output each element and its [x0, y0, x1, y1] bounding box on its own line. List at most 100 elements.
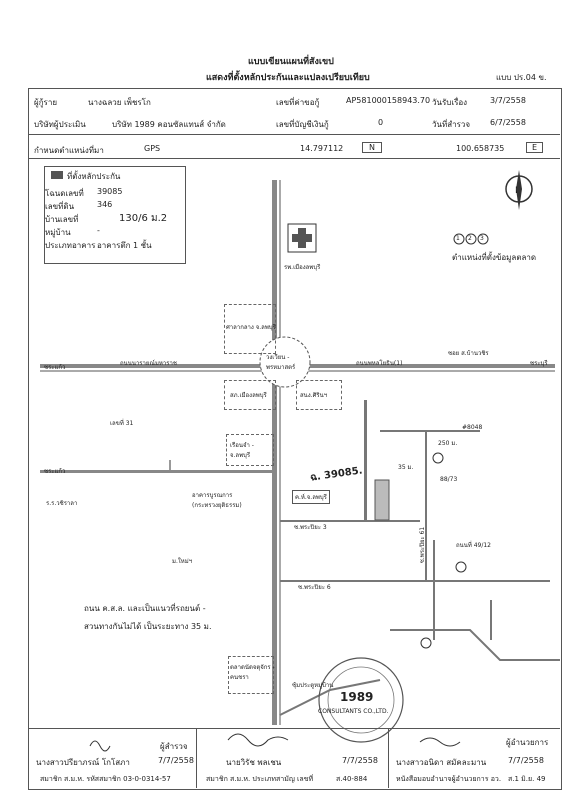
- house31-label: เลขที่ 31: [110, 420, 134, 427]
- mark-4912: ถนนที่ 49/12: [456, 542, 491, 549]
- company-value: บริษัท 1989 คอนซัลแทนส์ จำกัด: [112, 120, 226, 129]
- mark-4048: #8048: [462, 424, 483, 431]
- north-arrow-icon: N: [505, 170, 533, 210]
- footer-col-divider-2: [388, 728, 389, 788]
- surveyor-role: ผู้สำรวจ: [160, 742, 188, 751]
- owner-label: ผู้กู้ราย: [34, 98, 58, 107]
- approver-ref: ส.1 มิ.ย. 49: [508, 775, 546, 783]
- house-label: บ้านเลขที่: [45, 215, 79, 224]
- approver-member: หนังสือมอบอำนาจผู้อำนวยการ อว.: [396, 775, 502, 783]
- checker-signature: [227, 733, 289, 747]
- checker-date: 7/7/2558: [342, 756, 378, 765]
- bottom-road-label: ซุ้มประตูหมู่บ้าน: [292, 682, 334, 689]
- prison-label: เรือนจำ - จ.ลพบุรี: [230, 442, 254, 459]
- deed-label: โฉนดเลขที่: [45, 189, 84, 198]
- market-note: ตลาดนัดจตุจักร - คนชรา: [230, 664, 275, 681]
- land-label: เลขที่ดิน: [45, 202, 75, 211]
- approver-role: ผู้อำนวยการ: [506, 738, 549, 747]
- circle-road-label: วงเวียน - พรหมาสตร์: [266, 354, 296, 371]
- header-divider: [28, 134, 560, 135]
- deed-value: 39085: [97, 187, 123, 196]
- compare-circle-1-icon: [453, 233, 465, 245]
- approver-date: 7/7/2558: [508, 756, 544, 765]
- checker-member: สมาชิก ส.ม.ห. ประเภทสามัญ เลขที่: [206, 775, 314, 783]
- prison-box: [226, 434, 274, 466]
- position-label: กำหนดตำแหน่งที่มา: [34, 146, 104, 155]
- latitude-value: 14.797112: [300, 144, 344, 153]
- surveyor-name: นางสาวปรียาภรณ์ โกโสภา: [36, 758, 130, 767]
- doc-title-line2: แสดงที่ตั้งหลักประกันและแปลงเปรียบเทียบ: [206, 73, 370, 83]
- school-left-label: ร.ร.วชิราลา: [46, 500, 78, 507]
- map-marker-2: [455, 561, 467, 573]
- account-label: เลขที่ค่าขอกู้: [276, 98, 320, 107]
- district-office-box: [224, 380, 276, 410]
- stamp-text: CONSULTANTS CO.,LTD.: [318, 708, 389, 715]
- company-stamp: [318, 657, 404, 743]
- pt-label: ค.ห์.จ.ลพบุรี: [292, 490, 330, 504]
- distance-250m: 250 ม.: [438, 440, 458, 447]
- wat-road-left-label: ซระแก้ว: [44, 364, 66, 371]
- market-box: [228, 656, 274, 694]
- longitude-dir: E: [526, 142, 544, 153]
- type-value: อาคารตึก 1 ชั้น: [97, 241, 152, 250]
- house-value: 130/6 ม.2: [119, 213, 168, 224]
- hospital-icon: [287, 223, 317, 253]
- mark-88073: 88/73: [440, 476, 458, 483]
- loan-label: เลขที่บัญชีเงินกู้: [276, 120, 329, 129]
- distance-35m: 35 ม.: [398, 464, 414, 471]
- stamp-year: 1989: [340, 690, 374, 704]
- sirin-box: [296, 380, 342, 410]
- form-code: แบบ ปร.04 ข.: [496, 73, 547, 82]
- temple-bldg-label: อาคารบูรณการ (กระทรวงยุติธรรม): [192, 492, 242, 509]
- compare-num-1: 1: [456, 235, 460, 242]
- surveyor-signature: [89, 740, 111, 752]
- received-label: วันรับเรื่อง: [432, 98, 468, 107]
- lane3-label: ซ.พระปิยะ 3: [294, 524, 327, 531]
- hospital-label: รพ.เมืองลพบุรี: [284, 264, 321, 271]
- surveyor-member: สมาชิก ส.ม.ห. รหัสสมาชิก 03-0-0314-57: [40, 775, 171, 783]
- map-marker-3: [420, 637, 432, 649]
- owner-value: นางฉลวย เพ็ชรโก: [88, 98, 151, 107]
- compare-num-2: 2: [468, 235, 472, 242]
- road-note-1: ถนน ค.ส.ล. และเป็นแนวที่รถยนต์ -: [84, 604, 206, 613]
- village-label: หมู่บ้าน: [45, 228, 71, 237]
- provincial-hall-box: [224, 304, 276, 354]
- compare-circle-3-icon: [477, 233, 489, 245]
- loan-value: 0: [378, 118, 384, 127]
- collateral-legend: ที่ตั้งหลักประกัน โฉนดเลขที่ 39085 เลขที…: [44, 166, 186, 264]
- header-divider-2: [28, 158, 560, 159]
- legend-title: ที่ตั้งหลักประกัน: [67, 172, 121, 181]
- alley-right-label: ซอย ส.บ้านวชิร: [448, 350, 489, 357]
- position-method: GPS: [144, 144, 161, 153]
- page-frame: [28, 88, 562, 790]
- approver-signature: [419, 737, 461, 747]
- provincial-hall-label: ศาลากลาง จ.ลพบุรี: [226, 324, 276, 331]
- footer-col-divider-1: [196, 728, 197, 788]
- lane6-label: ซ.พระปิยะ 6: [298, 584, 331, 591]
- surveyor-date: 7/7/2558: [158, 756, 194, 765]
- checker-name: นายวิรัช พลเชน: [226, 758, 282, 767]
- wat-road-left2-label: ซระแก้ว: [44, 468, 66, 475]
- survey-label: วันที่สำรวจ: [432, 120, 471, 129]
- compare-num-3: 3: [480, 235, 484, 242]
- road-left-label: ถนนนารายณ์มหาราช: [120, 360, 177, 367]
- map-marker-1: [432, 452, 444, 464]
- compare-circle-2-icon: [465, 233, 477, 245]
- road-right-label: ถนนพหลโยธิน(1): [356, 360, 403, 367]
- survey-value: 6/7/2558: [490, 118, 526, 127]
- land-value: 346: [97, 200, 113, 209]
- village-value: -: [97, 226, 100, 235]
- approver-name: นางสาวอนิดา สมัคละมาน: [396, 758, 487, 767]
- district-office-label: สภ.เมืองลพบุรี: [230, 392, 267, 399]
- lane-side-label: ซ.พระปิยะ 61: [419, 526, 427, 564]
- collateral-swatch: [51, 171, 63, 179]
- longitude-value: 100.658735: [456, 144, 505, 153]
- right-end-label: ซระบุรี: [530, 360, 548, 367]
- account-value: AP581000158943.70: [346, 96, 431, 105]
- compare-label: ตำแหน่งที่ตั้งข้อมูลตลาด: [452, 253, 537, 262]
- lake-label: ม.ใหม่ฯ: [172, 558, 193, 565]
- received-value: 3/7/2558: [490, 96, 526, 105]
- footer-divider: [28, 728, 560, 729]
- doc-title-line1: แบบเขียนแผนที่สังเขป: [248, 57, 334, 67]
